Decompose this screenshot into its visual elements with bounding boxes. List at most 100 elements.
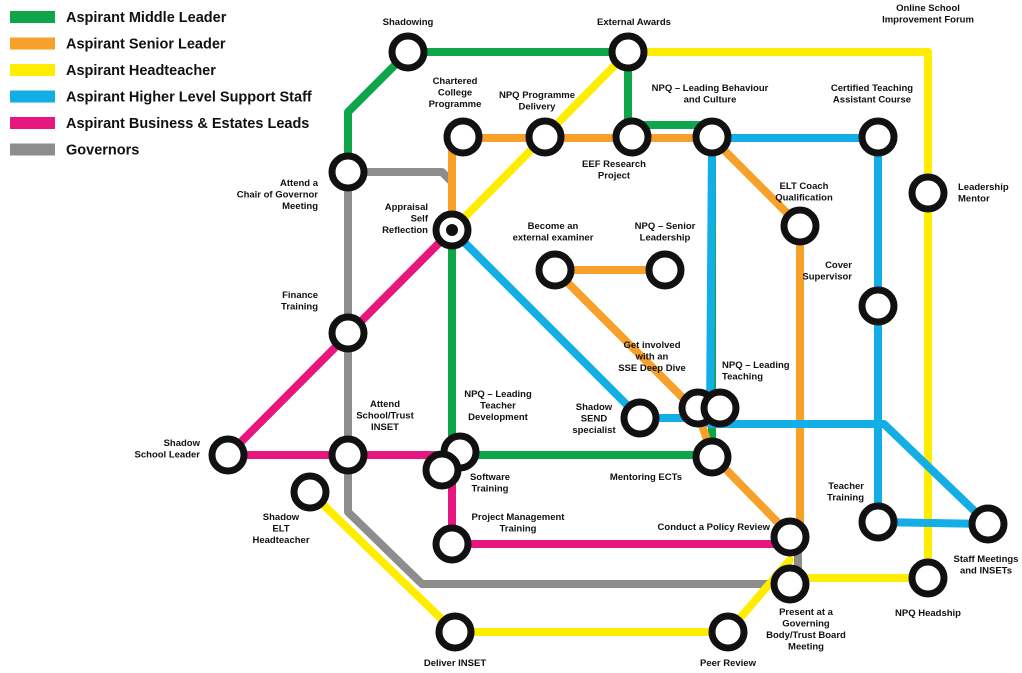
legend-item-magenta: Aspirant Business & Estates Leads [10,116,309,132]
station-deliver-inset[interactable] [435,612,475,652]
station-label-line: Cover [825,260,852,271]
station-marker [608,32,648,72]
station-label-line: and Culture [684,95,737,106]
station-marker [525,117,565,157]
station-marker [535,250,575,290]
station-label-line: Training [827,493,864,504]
station-policy-review[interactable] [770,517,810,557]
station-marker [692,117,732,157]
orange-line-segment [551,266,794,539]
station-software-training[interactable] [422,450,462,490]
station-marker [692,437,732,477]
station-marker [858,502,898,542]
station-label-line: Chartered [433,76,478,87]
station-marker [432,524,472,564]
station-label-line: NPQ Headship [895,608,961,619]
station-marker [328,435,368,475]
station-npq-headship[interactable] [908,558,948,598]
station-mentoring-ects[interactable] [692,437,732,477]
legend-label: Aspirant Senior Leader [66,37,226,53]
station-label-line: Meeting [788,642,824,653]
station-label-line: external examiner [513,233,594,244]
station-label-line: NPQ Programme [499,90,575,101]
station-teacher-training[interactable] [858,502,898,542]
station-label-line: Governing [782,619,830,630]
station-certified-ta[interactable] [858,117,898,157]
station-external-awards[interactable] [608,32,648,72]
station-label-line: Finance [282,290,318,301]
station-label-line: Assistant Course [833,95,911,106]
station-project-management[interactable] [432,524,472,564]
station-npq-behaviour[interactable] [692,117,732,157]
station-school-inset[interactable] [328,435,368,475]
station-label-line: Delivery [519,102,557,113]
station-label-line: Improvement Forum [882,15,974,26]
station-shadow-school-leader[interactable] [208,435,248,475]
station-label-line: Training [472,484,509,495]
station-label-line: Teacher [480,401,516,412]
station-peer-review[interactable] [708,612,748,652]
station-label-line: Training [500,524,537,535]
station-npq-senior[interactable] [645,250,685,290]
station-label-line: Qualification [775,193,833,204]
station-marker [290,472,330,512]
station-label-line: with an [635,352,669,363]
station-chartered-college[interactable] [443,117,483,157]
station-cover-supervisor[interactable] [858,286,898,326]
station-shadow-send[interactable] [620,398,660,438]
station-shadow-elt-head[interactable] [290,472,330,512]
station-label-line: Development [468,412,528,423]
legend-swatch [10,64,55,76]
legend-item-yellow: Aspirant Headteacher [10,63,216,79]
legend-label: Aspirant Higher Level Support Staff [66,90,312,106]
station-label-line: Mentoring ECTs [610,472,682,483]
station-label-line: NPQ – Leading [464,389,532,400]
station-marker [908,173,948,213]
station-npq-teaching[interactable] [700,388,740,428]
station-elt-coach[interactable] [780,206,820,246]
blue-line-segment [700,414,992,528]
legend-item-grey: Governors [10,143,139,159]
station-label-line: School/Trust [356,411,414,422]
station-appraisal[interactable] [432,210,472,250]
station-staff-meetings[interactable] [968,504,1008,544]
stations [208,32,1008,652]
station-label-line: External Awards [597,17,671,28]
station-finance-training[interactable] [328,313,368,353]
station-marker [388,32,428,72]
station-label-line: Get involved [623,340,680,351]
station-chair-governor[interactable] [328,152,368,192]
station-label-line: NPQ – Leading [722,360,790,371]
station-label-line: Certified Teaching [831,83,913,94]
station-label-line: Conduct a Policy Review [658,522,771,533]
station-shadowing[interactable] [388,32,428,72]
station-label-line: Supervisor [802,272,852,283]
station-label-line: Software [470,472,510,483]
station-external-examiner[interactable] [535,250,575,290]
station-governing-body[interactable] [770,564,810,604]
station-eef-research[interactable] [612,117,652,157]
station-label-line: Attend a [280,178,319,189]
station-label-line: ELT [272,524,289,535]
station-npq-delivery[interactable] [525,117,565,157]
station-leadership-mentor[interactable] [908,173,948,213]
station-label-line: Online School [896,3,960,14]
legend-label: Governors [66,143,139,159]
station-label-line: Shadowing [383,17,434,28]
station-marker [208,435,248,475]
